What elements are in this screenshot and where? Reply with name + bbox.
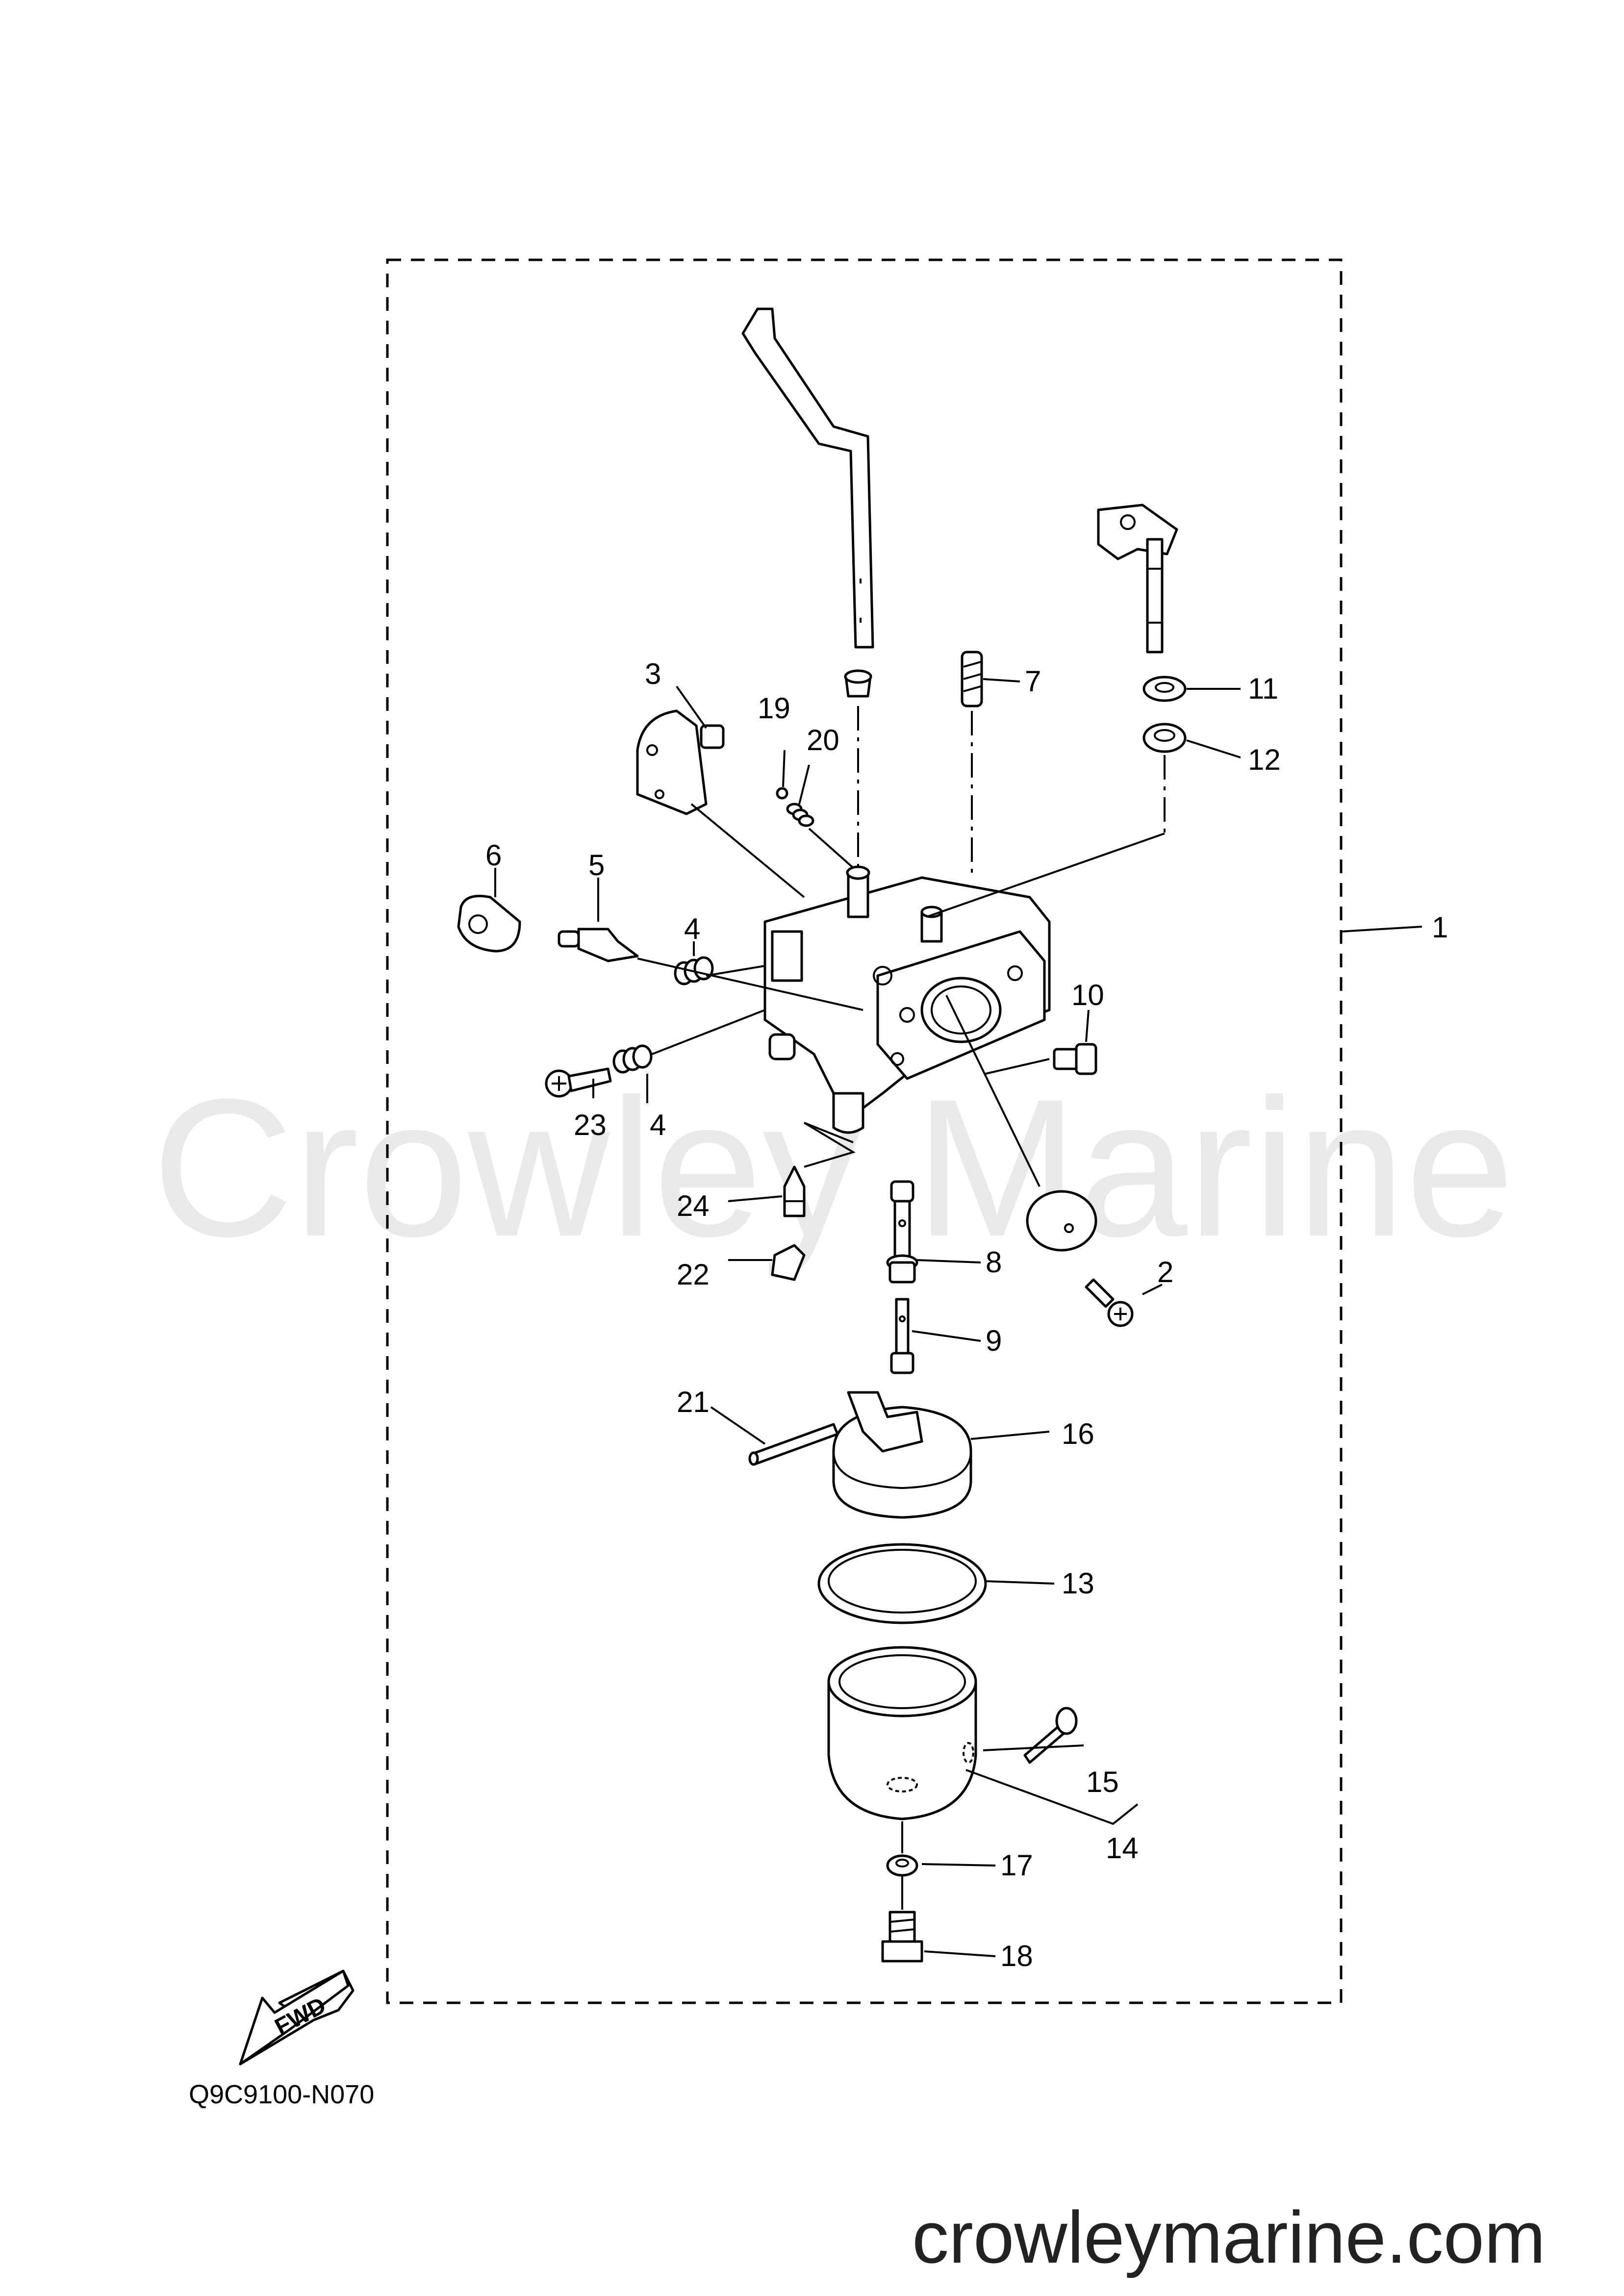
callout-2: 2 bbox=[1157, 1256, 1173, 1288]
plug-screw bbox=[844, 669, 872, 698]
ball-part-19 bbox=[776, 787, 788, 800]
seal-part-12 bbox=[1142, 723, 1187, 753]
callout-24: 24 bbox=[677, 1189, 710, 1222]
callout-15: 15 bbox=[1086, 1766, 1119, 1798]
washer-part-17 bbox=[886, 1854, 918, 1877]
callout-8: 8 bbox=[986, 1246, 1002, 1279]
float-part-16 bbox=[832, 1391, 972, 1519]
clip-part-22 bbox=[771, 1244, 806, 1281]
callout-6: 6 bbox=[485, 839, 502, 872]
float-chamber-part-14 bbox=[827, 1646, 977, 1820]
washer-part-11 bbox=[1142, 676, 1187, 702]
pilot-screw-part-7 bbox=[961, 651, 983, 707]
cap-part-6 bbox=[457, 895, 521, 953]
assembly-boundary bbox=[386, 258, 1343, 2004]
needle-valve-part-24 bbox=[783, 1165, 806, 1217]
pin-part-21 bbox=[748, 1423, 839, 1466]
callout-9: 9 bbox=[986, 1324, 1002, 1357]
diagram-code: Q9C9100-N070 bbox=[189, 2080, 374, 2109]
callout-12: 12 bbox=[1248, 743, 1281, 776]
callout-1: 1 bbox=[1432, 911, 1448, 944]
screw-part-15 bbox=[1023, 1707, 1078, 1764]
callout-22: 22 bbox=[677, 1258, 710, 1291]
screw-part-10 bbox=[1053, 1043, 1097, 1075]
leader-lines bbox=[637, 706, 1166, 1910]
callout-16: 16 bbox=[1062, 1417, 1094, 1450]
callout-17: 17 bbox=[1000, 1849, 1033, 1882]
spring-part-20 bbox=[786, 803, 814, 827]
callout-5: 5 bbox=[588, 849, 605, 882]
choke-lever bbox=[1097, 504, 1178, 654]
callout-14: 14 bbox=[1106, 1832, 1139, 1865]
jet-part-8 bbox=[886, 1180, 918, 1284]
callout-labels: 1 2 3 4 4 5 6 7 8 9 10 11 12 13 14 15 16… bbox=[485, 657, 1448, 1972]
choke-plate-part-3 bbox=[636, 709, 725, 815]
needle-part-5 bbox=[558, 928, 639, 962]
callout-3: 3 bbox=[645, 657, 661, 690]
callout-23: 23 bbox=[574, 1109, 607, 1141]
callout-21: 21 bbox=[677, 1386, 710, 1418]
website-url: crowleymarine.com bbox=[912, 2196, 1546, 2278]
jet-part-9 bbox=[890, 1298, 914, 1374]
callout-13: 13 bbox=[1062, 1567, 1094, 1600]
throttle-link-rod bbox=[741, 307, 874, 649]
callout-19: 19 bbox=[758, 692, 790, 725]
callout-18: 18 bbox=[1000, 1940, 1033, 1972]
callout-4-upper: 4 bbox=[684, 912, 700, 945]
screw-part-23 bbox=[545, 1067, 612, 1098]
callout-lines bbox=[494, 678, 1422, 1957]
gasket-part-13 bbox=[817, 1543, 987, 1624]
callout-7: 7 bbox=[1025, 665, 1041, 698]
callout-10: 10 bbox=[1071, 979, 1104, 1011]
carburetor-body bbox=[763, 865, 1051, 1134]
screw-part-2 bbox=[1085, 1278, 1134, 1327]
fwd-arrow-icon: FWD bbox=[239, 1969, 355, 2066]
callout-20: 20 bbox=[807, 724, 839, 757]
callout-4-lower: 4 bbox=[650, 1109, 666, 1141]
spring-part-4-lower bbox=[612, 1044, 653, 1074]
bolt-part-18 bbox=[881, 1911, 923, 1963]
callout-11: 11 bbox=[1248, 672, 1278, 705]
throttle-valve-part-2 bbox=[1026, 1190, 1097, 1252]
